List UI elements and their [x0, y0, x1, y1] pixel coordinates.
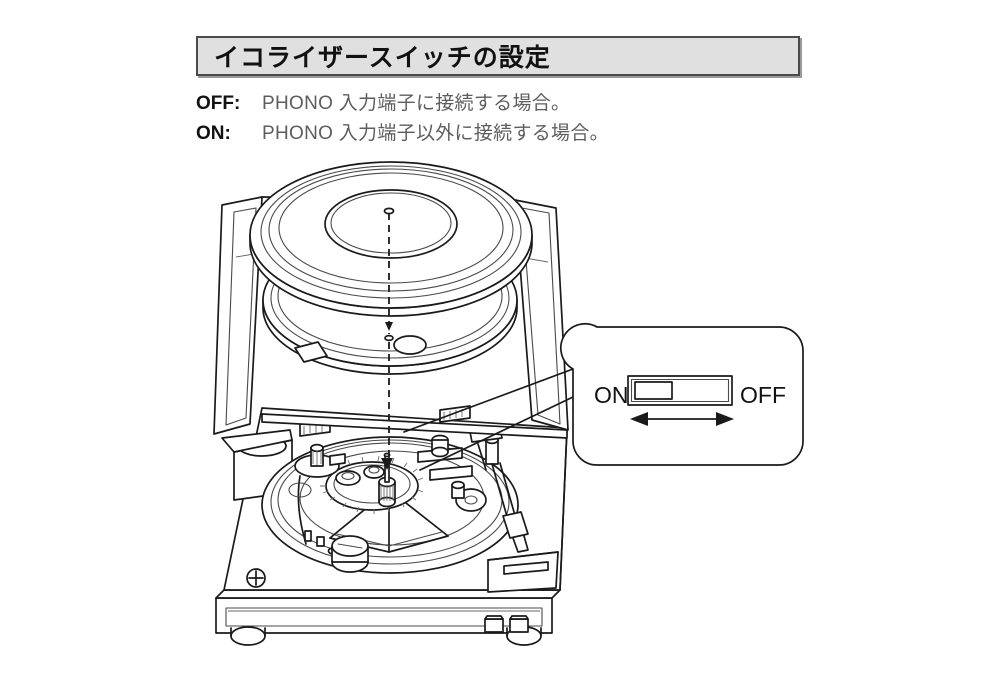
small-gears: [335, 465, 385, 486]
description-row-off: OFF: PHONO 入力端子に接続する場合。: [196, 88, 570, 115]
switch-label-off: OFF: [740, 382, 786, 408]
chassis-base: [215, 589, 561, 646]
description-text-off: PHONO 入力端子に接続する場合。: [262, 93, 571, 114]
platter: [262, 233, 518, 375]
lid-hinge-clips: [299, 405, 471, 437]
platter-well-mechanism: [261, 405, 568, 574]
chassis-top-deck: [221, 407, 568, 593]
tonearm: [469, 427, 529, 553]
subplatter-frame: [329, 491, 449, 553]
page-title: イコライザースイッチの設定: [214, 44, 551, 72]
section-header: イコライザースイッチの設定: [196, 36, 800, 76]
description-row-on: ON: PHONO 入力端子以外に接続する場合。: [196, 118, 609, 145]
description-key-off: OFF:: [196, 93, 241, 114]
spindle-assembly: [378, 452, 396, 508]
switch-track: [627, 375, 733, 406]
switch-label-on: ON: [594, 382, 629, 408]
callout-leader: [403, 368, 574, 471]
switch-direction-arrow: [630, 412, 734, 426]
description-key-on: ON:: [196, 123, 231, 144]
switch-knob: [634, 381, 673, 400]
dust-cover-lid: [213, 196, 569, 435]
record-disc: [249, 161, 533, 317]
description-text-on: PHONO 入力端子以外に接続する場合。: [262, 123, 609, 144]
mechanism-levers: [288, 434, 487, 573]
drive-gear: [320, 455, 424, 514]
motor-assembly: [294, 443, 346, 478]
